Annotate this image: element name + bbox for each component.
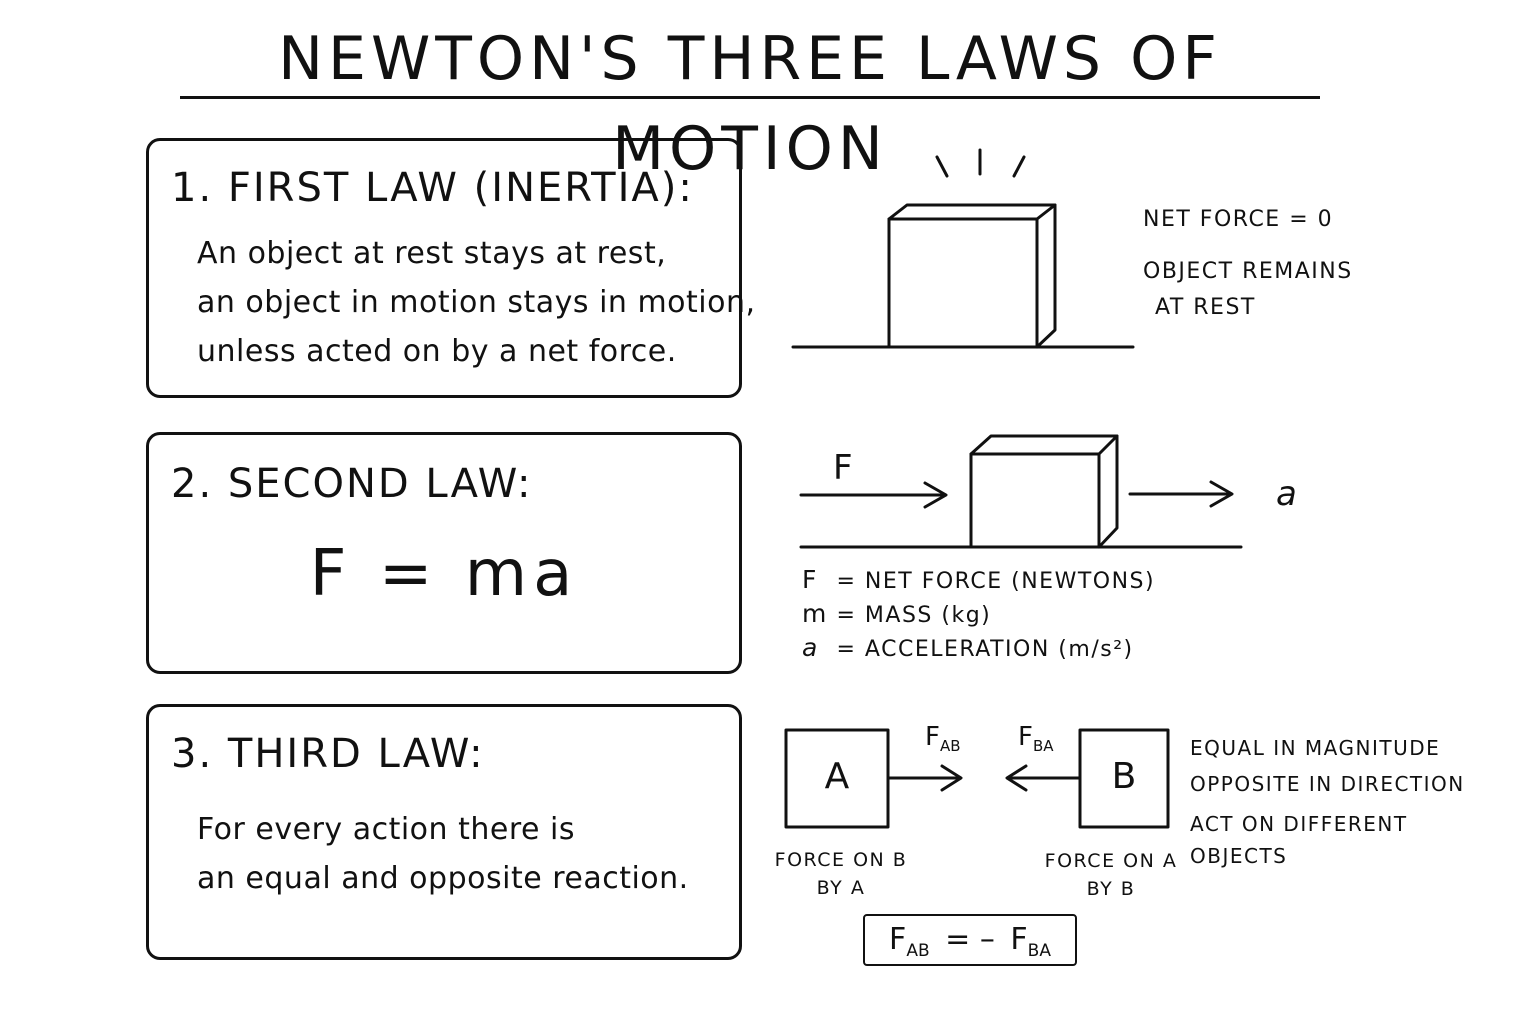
third-law-line: an equal and opposite reaction. — [197, 861, 689, 896]
legend-text: = NET FORCE (NEWTONS) — [836, 569, 1156, 594]
equation-operator: = – — [945, 922, 995, 957]
second-law-card: 2. SECOND LAW: F = ma — [146, 432, 742, 674]
rest-emphasis-mark — [1012, 155, 1026, 178]
property-line: EQUAL IN MAGNITUDE — [1190, 736, 1441, 760]
third-law-line: For every action there is — [197, 812, 575, 847]
object-a-label: A — [824, 756, 850, 797]
force-ab-symbol: F — [925, 722, 940, 752]
equation-rhs: F — [1010, 922, 1028, 957]
pushed-block-front — [969, 452, 1101, 549]
pushed-block-top — [969, 434, 1119, 456]
page-title: NEWTON'S THREE LAWS OF MOTION — [278, 24, 1222, 184]
legend-row: m = MASS (kg) — [802, 600, 1155, 634]
force-ba-subscript: BA — [1032, 737, 1054, 755]
legend-symbol: m — [802, 599, 828, 628]
second-law-formula: F = ma — [309, 537, 579, 611]
force-ab-arrowhead — [940, 764, 963, 792]
first-law-heading: 1. FIRST LAW (INERTIA): — [171, 165, 694, 211]
variable-legend: F = NET FORCE (NEWTONS) m = MASS (kg) a … — [802, 566, 1155, 668]
third-law-equation: FAB = – FBA — [863, 914, 1077, 966]
title-underline — [180, 96, 1320, 99]
first-law-line: unless acted on by a net force. — [197, 334, 677, 369]
rest-emphasis-mark — [935, 155, 949, 178]
equation-lhs-subscript: AB — [906, 941, 930, 961]
force-ab-label: FAB — [925, 722, 961, 755]
equation-lhs: F — [889, 922, 907, 957]
resting-block-top — [887, 203, 1057, 221]
caption-line: BY A — [816, 877, 866, 899]
force-ba-symbol: F — [1018, 722, 1033, 752]
acceleration-label: a — [1276, 474, 1297, 514]
pushed-block-side — [1097, 434, 1119, 549]
property-line: OBJECTS — [1190, 844, 1288, 868]
first-law-card: 1. FIRST LAW (INERTIA): An object at res… — [146, 138, 755, 398]
force-on-a-caption: FORCE ON A BY B — [1036, 847, 1186, 903]
force-ba-label: FBA — [1018, 722, 1054, 755]
third-law-text: For every action there is an equal and o… — [197, 805, 689, 903]
applied-force-arrowhead — [923, 481, 948, 509]
second-law-heading: 2. SECOND LAW: — [171, 461, 533, 507]
legend-symbol: a — [802, 633, 819, 662]
legend-symbol: F — [802, 565, 818, 594]
caption-line: BY B — [1086, 878, 1136, 900]
force-on-b-caption: FORCE ON B BY A — [766, 846, 916, 902]
legend-row: F = NET FORCE (NEWTONS) — [802, 566, 1155, 600]
third-law-properties: EQUAL IN MAGNITUDE OPPOSITE IN DIRECTION… — [1190, 734, 1465, 878]
resting-block-side — [1035, 203, 1057, 349]
equation-rhs-subscript: BA — [1027, 941, 1051, 961]
first-law-line: An object at rest stays at rest, — [197, 236, 667, 271]
caption-line: FORCE ON A — [1044, 850, 1178, 872]
first-law-line: an object in motion stays in motion, — [197, 285, 756, 320]
caption-line: OBJECT REMAINS — [1143, 259, 1353, 284]
third-law-heading: 3. THIRD LAW: — [171, 731, 485, 777]
caption-line: AT REST — [1155, 295, 1256, 320]
force-ab-subscript: AB — [939, 737, 961, 755]
caption-line: FORCE ON B — [774, 849, 908, 871]
legend-text: = MASS (kg) — [836, 603, 992, 628]
applied-force-label: F — [833, 448, 853, 488]
legend-row: a = ACCELERATION (m/s²) — [802, 634, 1155, 668]
acceleration-arrowhead — [1209, 480, 1234, 508]
net-force-caption: NET FORCE = 0 — [1143, 207, 1334, 232]
force-ba-arrowhead — [1005, 764, 1028, 792]
property-line: ACT ON DIFFERENT — [1190, 812, 1408, 836]
first-law-text: An object at rest stays at rest, an obje… — [197, 229, 756, 376]
resting-block-front — [887, 217, 1039, 349]
remains-at-rest-caption: OBJECT REMAINS AT REST — [1143, 258, 1353, 330]
object-b-label: B — [1111, 756, 1137, 797]
legend-text: = ACCELERATION (m/s²) — [836, 637, 1134, 662]
third-law-card: 3. THIRD LAW: For every action there is … — [146, 704, 742, 960]
property-line: OPPOSITE IN DIRECTION — [1190, 772, 1465, 796]
